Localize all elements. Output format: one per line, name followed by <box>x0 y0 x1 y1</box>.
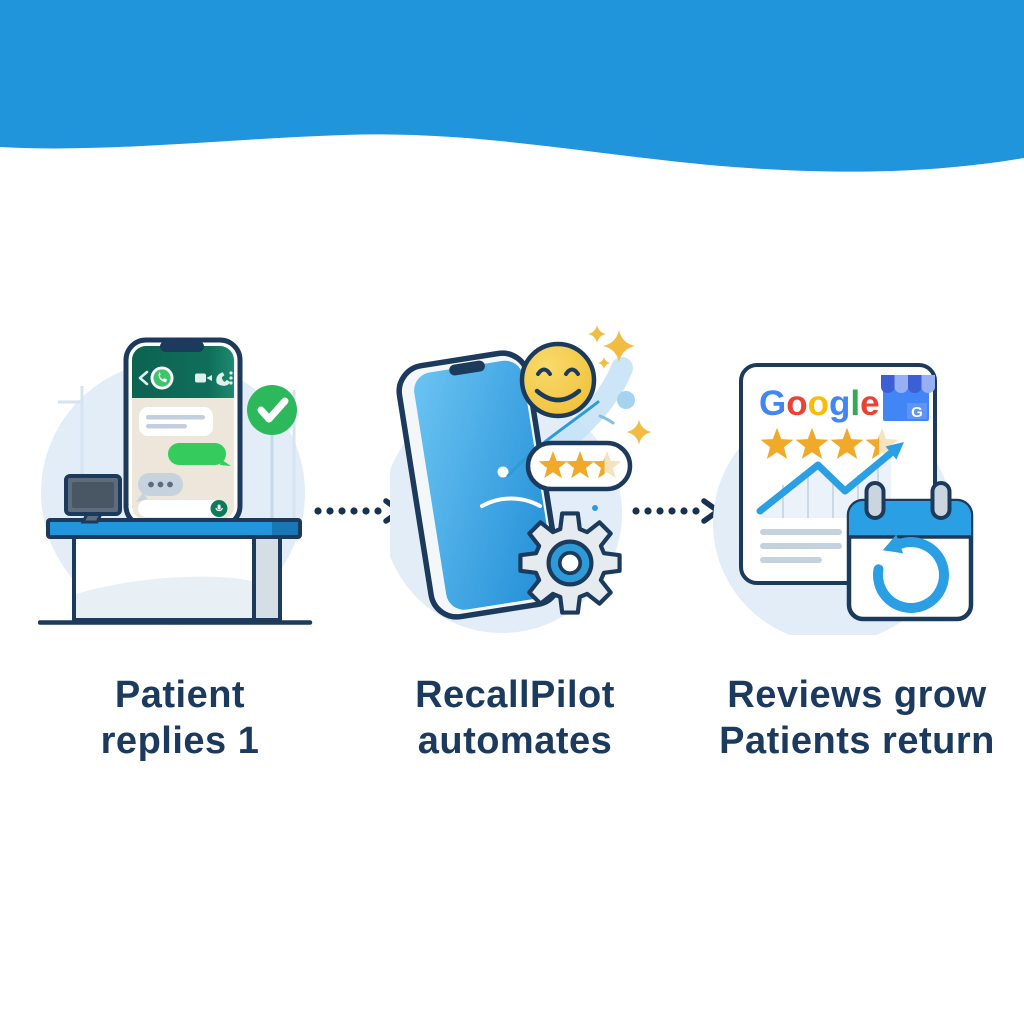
menu-dots-icon <box>229 371 233 385</box>
calendar-ring <box>930 481 952 520</box>
google-letter: l <box>850 384 860 423</box>
incoming-message-bubble <box>139 407 213 436</box>
step1-illustration <box>38 337 313 625</box>
flow-arrow-2 <box>632 498 721 524</box>
step3-label-line1: Reviews grow <box>727 674 987 716</box>
header-wave <box>0 0 1024 172</box>
arrow-dots <box>632 507 700 515</box>
chat-input-bar <box>138 500 228 517</box>
doc-text-lines <box>760 529 842 563</box>
arrow-dots <box>314 507 382 515</box>
google-letter: e <box>860 384 879 423</box>
google-letter: o <box>786 384 807 423</box>
monitor-icon <box>64 474 122 524</box>
typing-dots-icon <box>136 473 183 502</box>
calendar-icon <box>846 481 974 622</box>
smartphone-icon <box>396 350 563 620</box>
desk <box>46 518 302 622</box>
whatsapp-icon <box>150 366 174 390</box>
calendar-ring <box>864 481 886 520</box>
video-call-icon <box>195 373 212 383</box>
google-letter: o <box>808 384 829 423</box>
step3-label: Reviews grow Patients return <box>697 672 1017 764</box>
step1-label: Patient replies 1 <box>20 672 340 764</box>
gear-icon <box>518 511 622 615</box>
step1-label-line1: Patient <box>114 674 246 716</box>
step3-label-line2: Patients return <box>719 720 995 762</box>
phone-notch <box>449 360 485 376</box>
google-letter: G <box>759 384 786 423</box>
blue-dot <box>617 391 635 409</box>
check-icon <box>247 385 297 435</box>
phone-notch <box>160 341 204 352</box>
small-dot <box>592 505 598 511</box>
flow-curve-short <box>598 414 615 425</box>
step2-label-line2: automates <box>417 720 613 762</box>
flow-curve <box>506 400 600 478</box>
step1-label-line2: replies 1 <box>100 720 260 762</box>
google-business-icon: G <box>881 375 935 421</box>
step3-illustration: Google G <box>713 363 974 635</box>
whatsapp-phone <box>123 337 243 529</box>
refresh-icon <box>873 534 949 613</box>
screen-dot <box>497 466 509 478</box>
screen-curve <box>480 496 542 508</box>
gmb-letter: G <box>911 404 923 421</box>
google-letter: g <box>829 384 850 423</box>
outgoing-message-bubble <box>168 443 231 466</box>
step2-label-line1: RecallPilot <box>415 674 615 716</box>
step2-label: RecallPilot automates <box>355 672 675 764</box>
star-rating-pill <box>525 440 633 492</box>
call-icon <box>216 372 231 386</box>
step2-illustration <box>390 325 652 633</box>
google-logo: Google <box>759 384 880 423</box>
smiley-icon <box>519 341 597 419</box>
wave-shape <box>0 0 1024 172</box>
back-arrow-icon <box>138 370 149 386</box>
